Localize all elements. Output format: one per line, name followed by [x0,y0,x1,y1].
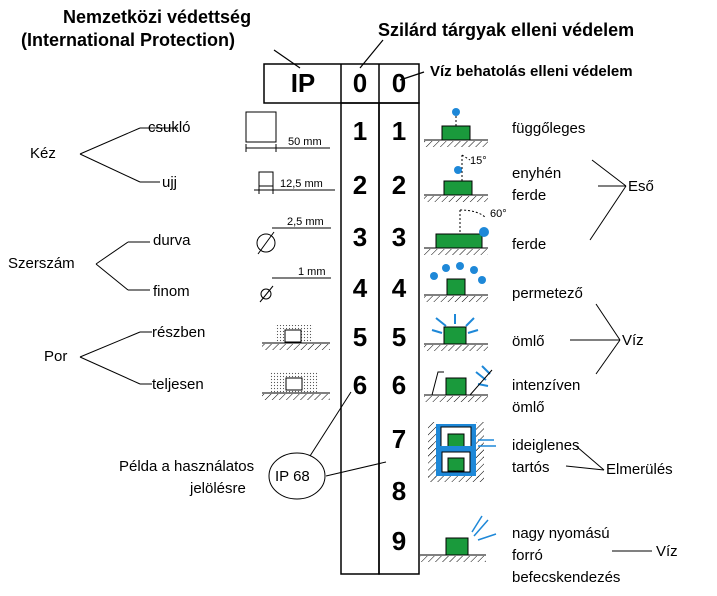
finger-square-icon [258,171,274,187]
label-jet: ömlő [512,333,545,350]
water-digit: 6 [391,370,407,400]
dim-50: 50 mm [288,136,322,148]
label-water-group: Víz [622,332,644,349]
label-intense-1: intenzíven [512,377,581,394]
label-finger: ujj [162,174,178,191]
label-wrist: csukló [148,119,191,136]
label-hp-water: Víz [656,543,678,560]
title-intl-line2: (International Protection) [21,30,236,50]
dim-12: 12,5 mm [280,178,323,190]
label-spray: permetező [512,285,583,302]
label-temporary: ideiglenes [512,437,580,454]
diameter-icon [256,233,276,253]
water-icons [420,108,497,562]
water-digit: 5 [391,322,407,352]
solid-digit: 4 [352,273,368,303]
header-second-digit: 0 [391,68,407,98]
solid-digit: 6 [352,370,368,400]
label-tool: Szerszám [8,255,75,272]
label-slight-2: ferde [512,187,547,204]
label-complete: teljesen [152,376,204,393]
water-digit: 1 [391,116,407,146]
label-vertical: függőleges [512,120,586,137]
label-partial: részben [152,324,206,341]
label-rain: Eső [628,178,654,195]
water-digit: 7 [391,424,407,454]
solid-digit: 2 [352,170,368,200]
water-digit: 9 [391,526,407,556]
second-digit-column [378,102,420,575]
label-intense-2: ömlő [512,399,545,416]
diameter-small-icon [260,288,272,300]
label-coarse: durva [153,232,191,249]
label-hp-3: befecskendezés [512,569,621,586]
example-label-2: jelölésre [190,480,246,497]
dim-1: 1 mm [298,266,326,278]
solid-digit: 1 [352,116,368,146]
example-code: IP 68 [275,468,310,485]
water-digit: 2 [391,170,407,200]
label-hp-1: nagy nyomású [512,525,610,542]
solid-digit: 3 [352,222,368,252]
label-fine: finom [153,283,190,300]
water-digit: 3 [391,222,407,252]
label-oblique: ferde [512,236,547,253]
title-solid: Szilárd tárgyak elleni védelem [378,20,635,40]
hand-square-icon [245,111,277,143]
label-slight-1: enyhén [512,165,562,182]
label-hand: Kéz [30,145,56,162]
example-circle [268,452,326,500]
angle-15: 15° [470,155,487,167]
header-first-digit: 0 [352,68,368,98]
title-water: Víz behatolás elleni védelem [430,63,633,80]
dim-2: 2,5 mm [287,216,324,228]
label-dust: Por [44,348,68,365]
example-label-1: Példa a használatos [119,458,255,475]
solid-digit: 5 [352,322,368,352]
water-digit: 4 [391,273,407,303]
angle-60: 60° [490,208,507,220]
label-permanent: tartós [512,459,550,476]
label-immersion: Elmerülés [606,461,673,478]
water-digit: 8 [391,476,407,506]
title-intl-line1: Nemzetközi védettség [63,7,252,27]
header-ip: IP [290,68,316,98]
label-hp-2: forró [512,547,543,564]
